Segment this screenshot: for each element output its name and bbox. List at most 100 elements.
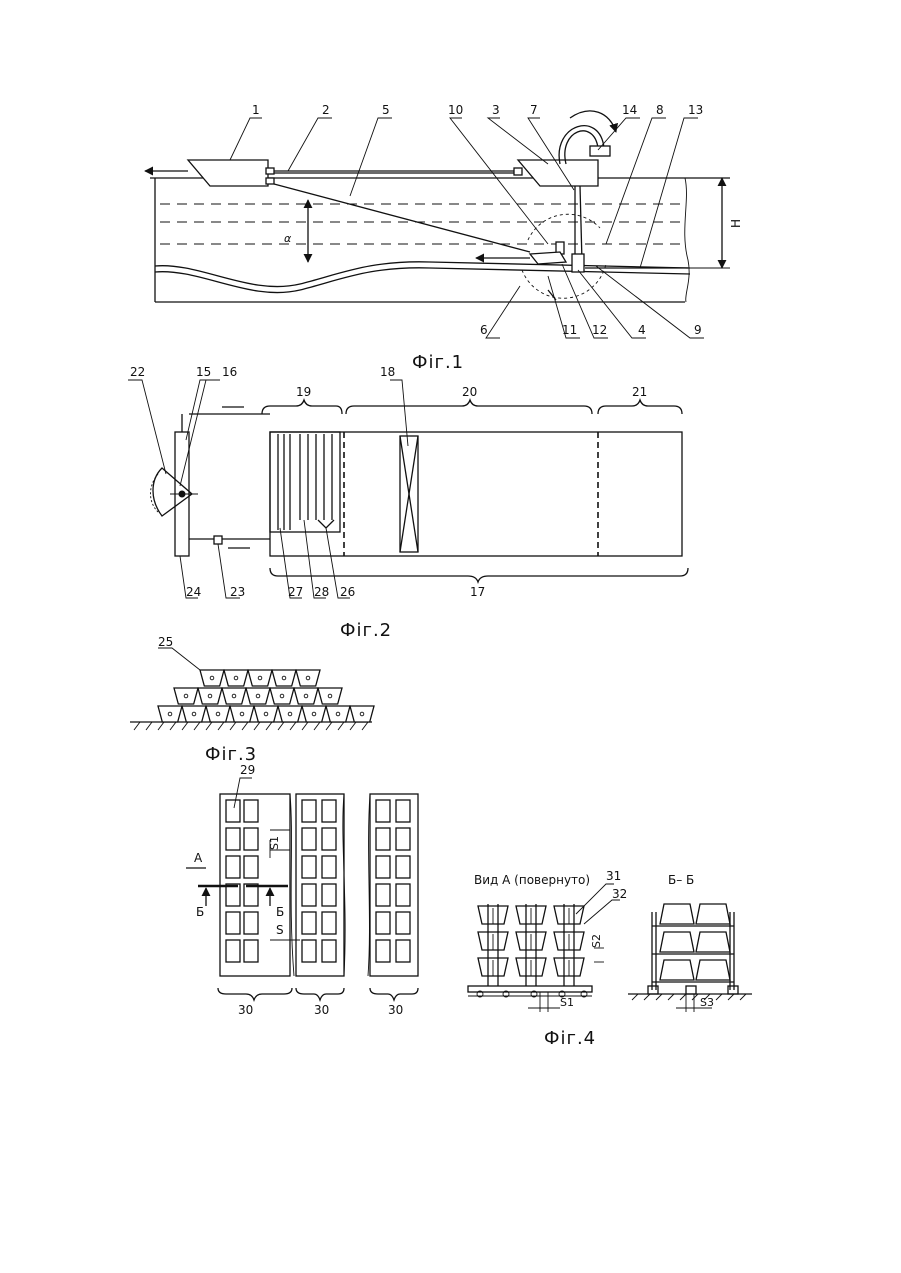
section-block	[660, 904, 694, 924]
section-block	[696, 960, 730, 980]
module-cell	[302, 800, 316, 822]
section-bb-title: Б– Б	[668, 873, 694, 887]
section-block	[696, 904, 730, 924]
fig1-caption: Фіг.1	[412, 352, 464, 373]
module-cell	[244, 800, 258, 822]
module-cell	[302, 856, 316, 878]
vessel-3	[518, 160, 598, 186]
label-11: 11	[562, 323, 577, 337]
module-cell	[302, 828, 316, 850]
label-27: 27	[288, 585, 303, 599]
label-26: 26	[340, 585, 355, 599]
label-31: 31	[606, 869, 621, 883]
label-30-c: 30	[388, 1003, 403, 1017]
reef-block	[158, 706, 182, 722]
channel-bed	[155, 262, 690, 287]
figure-2: 22 15 16 19 18 20 21 24 23 27 28 26 17 Ф…	[128, 365, 688, 641]
label-23: 23	[230, 585, 245, 599]
dim-s1: S1	[268, 836, 281, 850]
dim-s1-view-a: S1	[560, 996, 574, 1009]
module-cell	[302, 940, 316, 962]
reef-block	[174, 688, 198, 704]
module-cell	[226, 828, 240, 850]
module-cell	[396, 856, 410, 878]
module-cell	[322, 856, 336, 878]
module-cell	[322, 940, 336, 962]
reef-block	[294, 688, 318, 704]
label-14: 14	[622, 103, 637, 117]
reef-block	[278, 706, 302, 722]
figure-1: 1 2 5 10 3 7 14 8 13 6 11 12 4 9 α H Фіг…	[145, 103, 743, 373]
dredger-1	[188, 160, 268, 186]
section-block	[660, 960, 694, 980]
label-13: 13	[688, 103, 703, 117]
module-cell	[376, 800, 390, 822]
view-a-title: Вид А (повернуто)	[474, 873, 590, 887]
label-32: 32	[612, 887, 627, 901]
module-cell	[322, 912, 336, 934]
label-1: 1	[252, 103, 260, 117]
reef-block	[302, 706, 326, 722]
label-6: 6	[480, 323, 488, 337]
module-cell	[302, 884, 316, 906]
reef-block	[182, 706, 206, 722]
reef-block	[200, 670, 224, 686]
fig2-caption: Фіг.2	[340, 620, 392, 641]
reef-block	[206, 706, 230, 722]
figure-3: 25 Фіг.3	[130, 635, 374, 765]
reef-block	[248, 670, 272, 686]
fig4-caption: Фіг.4	[544, 1028, 596, 1049]
module-cell	[396, 800, 410, 822]
module-cell	[396, 828, 410, 850]
module-cell	[244, 912, 258, 934]
reef-block	[198, 688, 222, 704]
module-cell	[244, 856, 258, 878]
label-12: 12	[592, 323, 607, 337]
module-cell	[226, 912, 240, 934]
reef-block	[246, 688, 270, 704]
module-cell	[396, 940, 410, 962]
dim-s3: S3	[700, 996, 714, 1009]
module-cell	[226, 856, 240, 878]
label-24: 24	[186, 585, 201, 599]
reef-block	[230, 706, 254, 722]
label-30-a: 30	[238, 1003, 253, 1017]
module-cell	[244, 940, 258, 962]
module-cell	[376, 884, 390, 906]
section-block	[696, 932, 730, 952]
module-cell	[226, 940, 240, 962]
reef-block	[350, 706, 374, 722]
angle-alpha: α	[284, 232, 292, 245]
module-cell	[322, 800, 336, 822]
module-cell	[376, 912, 390, 934]
figure-4: 29 30 30 30 A Б Б S S1 Вид А (повернуто)…	[186, 763, 752, 1049]
label-3: 3	[492, 103, 500, 117]
label-2: 2	[322, 103, 330, 117]
reef-block	[296, 670, 320, 686]
section-marker-a: A	[194, 851, 203, 865]
reef-block	[222, 688, 246, 704]
label-4: 4	[638, 323, 646, 337]
section-block	[660, 932, 694, 952]
reef-block	[270, 688, 294, 704]
label-16: 16	[222, 365, 237, 379]
module-cell	[244, 884, 258, 906]
module-cell	[376, 856, 390, 878]
label-28: 28	[314, 585, 329, 599]
reef-block	[318, 688, 342, 704]
reef-block	[272, 670, 296, 686]
module-cell	[396, 884, 410, 906]
reef-block	[326, 706, 350, 722]
label-5: 5	[382, 103, 390, 117]
module-cell	[302, 912, 316, 934]
label-9: 9	[694, 323, 702, 337]
label-25: 25	[158, 635, 173, 649]
reef-block	[254, 706, 278, 722]
module-cell	[322, 884, 336, 906]
dim-s: S	[276, 923, 284, 937]
module-cell	[376, 828, 390, 850]
dim-s2: S2	[590, 934, 603, 948]
module-cell	[322, 828, 336, 850]
label-15: 15	[196, 365, 211, 379]
